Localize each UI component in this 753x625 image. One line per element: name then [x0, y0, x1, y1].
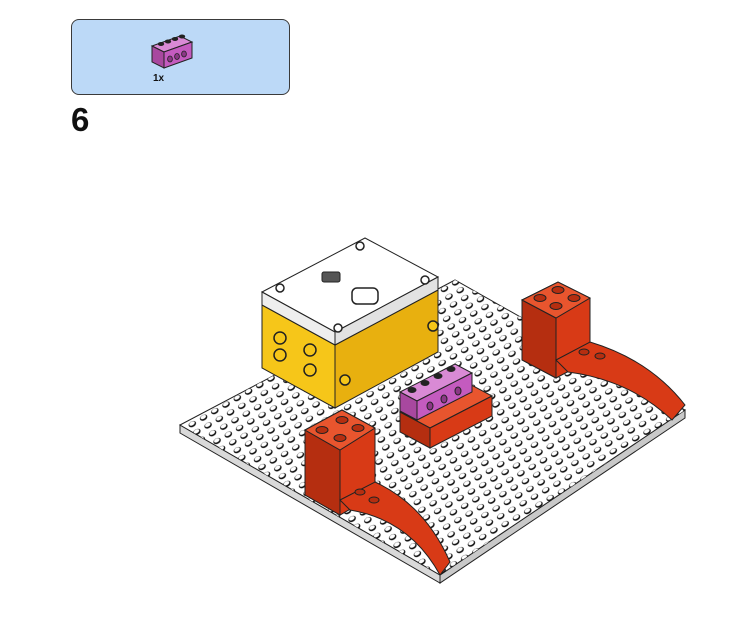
part-quantity-label: 1x: [153, 73, 165, 84]
magenta-technic-brick: [398, 363, 474, 421]
step-number: 6: [71, 101, 90, 138]
red-corner-back-right: [520, 281, 686, 421]
parts-list-callout: 1x: [71, 19, 290, 95]
red-corner-front-left: [303, 409, 451, 576]
yellow-hub: [260, 237, 440, 409]
magenta-technic-brick-icon: [150, 34, 194, 69]
